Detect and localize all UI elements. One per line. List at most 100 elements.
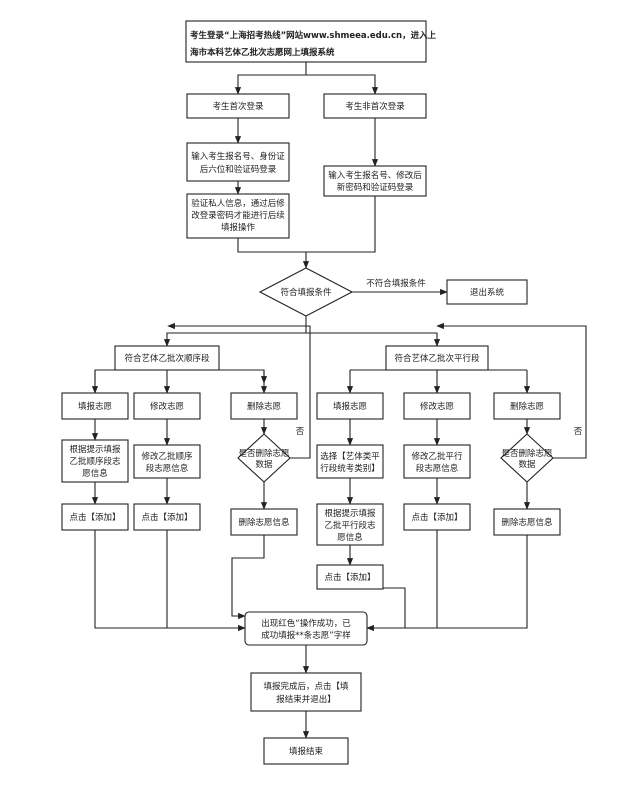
node-seq-delete-info: 删除志愿信息 xyxy=(230,508,298,536)
node-seq-delete-q-line-0: 是否删除志愿 xyxy=(238,448,290,459)
node-seq-delete-info-text: 删除志愿信息 xyxy=(238,517,290,528)
node-success-line-0: 出现红色“操作成功，已 xyxy=(261,618,351,629)
edge-parq-no xyxy=(436,322,587,459)
node-par-select: 选择【艺体类平 行段统考类别】 xyxy=(316,444,384,479)
node-verify-line-0: 验证私人信息，通过后修 xyxy=(191,198,285,209)
node-par-modify-text: 修改志愿 xyxy=(420,401,455,412)
node-par-fill-info-line-2: 愿信息 xyxy=(337,532,363,543)
node-seq-delete-text: 删除志愿 xyxy=(247,401,282,412)
node-par-delete-q-line-1: 数据 xyxy=(518,459,536,470)
node-par-add-a-text: 点击【添加】 xyxy=(324,572,375,583)
node-seq-modify-info: 修改乙批顺序 段志愿信息 xyxy=(133,444,201,479)
node-finish-click-line-1: 报结束并退出】 xyxy=(276,694,336,705)
node-par-section-text: 符合艺体乙批次平行段 xyxy=(394,353,480,364)
node-finish-click: 填报完成后，点击【填 报结束并退出】 xyxy=(250,672,362,712)
node-login-info-line-0: 考生登录“上海招考热线”网站www.shmeea.edu.cn，进入上 xyxy=(190,30,437,41)
node-par-modify-info: 修改乙批平行 段志愿信息 xyxy=(403,444,471,479)
node-seq-fill-info-line-0: 根据提示填报 xyxy=(69,444,121,455)
nodes: 考生登录“上海招考热线”网站www.shmeea.edu.cn，进入上 海市本科… xyxy=(61,20,583,765)
node-par-add-b: 点击【添加】 xyxy=(403,503,471,531)
node-seq-modify-text: 修改志愿 xyxy=(150,401,185,412)
node-par-fill-info-line-1: 乙批平行段志 xyxy=(324,520,376,531)
node-par-modify: 修改志愿 xyxy=(403,392,471,420)
edge-label-not-eligible: 不符合填报条件 xyxy=(366,278,426,289)
edge-login-split xyxy=(234,62,307,95)
node-par-select-line-1: 行段统考类别】 xyxy=(320,463,380,474)
node-nonfirst-login-text: 考生非首次登录 xyxy=(345,101,405,112)
edge-verify-decision xyxy=(237,238,310,269)
node-seq-delete-q: 是否删除志愿 数据 xyxy=(237,433,291,483)
node-first-login-text: 考生首次登录 xyxy=(212,101,264,112)
node-first-login: 考生首次登录 xyxy=(186,93,290,119)
node-seq-fill: 填报志愿 xyxy=(61,392,129,420)
node-seq-modify-info-line-0: 修改乙批顺序 xyxy=(141,451,193,462)
node-par-delete-q: 是否删除志愿 数据 xyxy=(500,433,554,483)
node-finish-click-line-0: 填报完成后，点击【填 xyxy=(263,681,349,692)
node-exit: 退出系统 xyxy=(446,279,528,305)
node-seq-fill-text: 填报志愿 xyxy=(78,401,113,412)
edge-to-seq xyxy=(163,332,306,347)
node-end: 填报结束 xyxy=(263,737,349,765)
node-seq-fill-info-line-1: 乙批顺序段志 xyxy=(69,456,121,467)
edges xyxy=(91,62,587,739)
edge-login-nonfirst xyxy=(306,74,379,95)
node-input-nonfirst: 输入考生报名号、修改后 新密码和验证码登录 xyxy=(323,165,427,197)
edge-label-no-left: 否 xyxy=(296,427,305,437)
node-nonfirst-login: 考生非首次登录 xyxy=(323,93,427,119)
edge-paradd2-success xyxy=(405,530,438,629)
node-input-first: 输入考生报名号、身份证 后六位和验证码登录 xyxy=(186,142,290,182)
node-end-text: 填报结束 xyxy=(289,746,324,757)
node-par-delete-q-line-0: 是否删除志愿 xyxy=(501,448,553,459)
edge-pardel-success xyxy=(437,535,528,629)
node-par-delete-info: 删除志愿信息 xyxy=(493,508,561,536)
node-par-modify-info-line-0: 修改乙批平行 xyxy=(411,451,463,462)
node-input-first-line-0: 输入考生报名号、身份证 xyxy=(191,151,285,162)
node-login-info: 考生登录“上海招考热线”网站www.shmeea.edu.cn，进入上 海市本科… xyxy=(185,20,437,63)
node-par-fill: 填报志愿 xyxy=(316,392,384,420)
node-par-add-a: 点击【添加】 xyxy=(316,564,384,590)
node-seq-add2: 点击【添加】 xyxy=(133,503,201,531)
node-decision-eligible-text: 符合填报条件 xyxy=(280,287,332,298)
node-par-fill-info: 根据提示填报 乙批平行段志 愿信息 xyxy=(316,503,384,546)
node-success-line-1: 成功填报**条志愿”字样 xyxy=(261,630,351,641)
node-decision-eligible: 符合填报条件 xyxy=(258,267,354,317)
node-verify-line-1: 改登录密码才能进行后续 xyxy=(191,210,285,221)
node-input-nonfirst-line-1: 新密码和验证码登录 xyxy=(337,182,414,193)
edge-seqadd1-success xyxy=(94,530,246,632)
node-par-delete-info-text: 删除志愿信息 xyxy=(501,517,553,528)
edge-seqq-no xyxy=(167,322,311,459)
node-par-modify-info-line-1: 段志愿信息 xyxy=(416,463,459,474)
node-par-delete: 删除志愿 xyxy=(493,392,561,420)
node-exit-text: 退出系统 xyxy=(470,287,505,298)
node-login-info-line-1: 海市本科艺体乙批次志愿网上填报系统 xyxy=(190,47,335,58)
edge-seqdel-success xyxy=(231,535,265,620)
edge-seq-branch xyxy=(94,369,268,384)
node-par-add-b-text: 点击【添加】 xyxy=(411,512,462,523)
node-seq-modify: 修改志愿 xyxy=(133,392,201,420)
node-par-fill-text: 填报志愿 xyxy=(333,401,368,412)
node-seq-fill-info: 根据提示填报 乙批顺序段志 愿信息 xyxy=(61,439,129,483)
edge-label-no-right: 否 xyxy=(574,427,583,437)
node-par-section: 符合艺体乙批次平行段 xyxy=(385,345,489,371)
node-seq-add1-text: 点击【添加】 xyxy=(69,512,120,523)
node-seq-delete: 删除志愿 xyxy=(230,392,298,420)
node-verify-line-2: 填报操作 xyxy=(221,222,256,233)
node-seq-section-text: 符合艺体乙批次顺序段 xyxy=(124,353,210,364)
node-seq-add2-text: 点击【添加】 xyxy=(141,512,192,523)
node-par-select-line-0: 选择【艺体类平 xyxy=(320,451,380,462)
edge-input2-decision xyxy=(306,196,376,253)
node-verify: 验证私人信息，通过后修 改登录密码才能进行后续 填报操作 xyxy=(186,193,290,239)
node-par-delete-text: 删除志愿 xyxy=(510,401,545,412)
node-par-fill-info-line-0: 根据提示填报 xyxy=(324,508,376,519)
node-success: 出现红色“操作成功，已 成功填报**条志愿”字样 xyxy=(244,611,368,646)
edge-to-par xyxy=(306,332,441,347)
node-input-first-line-1: 后六位和验证码登录 xyxy=(200,164,277,175)
node-input-nonfirst-line-0: 输入考生报名号、修改后 xyxy=(328,170,422,181)
node-seq-modify-info-line-1: 段志愿信息 xyxy=(146,463,189,474)
node-seq-section: 符合艺体乙批次顺序段 xyxy=(114,345,220,371)
node-seq-delete-q-line-1: 数据 xyxy=(255,459,273,470)
node-seq-fill-info-line-2: 愿信息 xyxy=(82,468,108,479)
node-seq-add1: 点击【添加】 xyxy=(61,503,129,531)
